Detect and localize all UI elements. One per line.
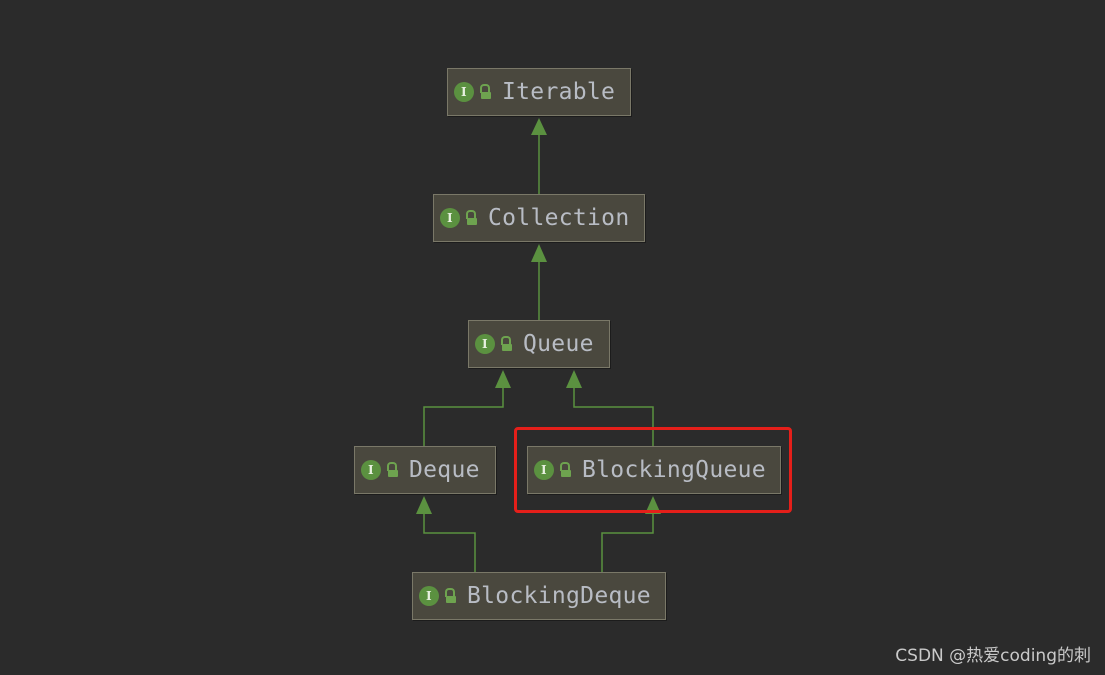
interface-icon: I [534, 460, 554, 480]
interface-icon: I [440, 208, 460, 228]
unlock-icon [466, 210, 478, 226]
arrowhead-queue-right [566, 370, 582, 388]
arrowhead-deque [416, 496, 432, 514]
node-collection[interactable]: I Collection [433, 194, 645, 242]
node-iterable[interactable]: I Iterable [447, 68, 631, 116]
unlock-icon [560, 462, 572, 478]
node-deque[interactable]: I Deque [354, 446, 496, 494]
highlight-box [514, 427, 792, 513]
unlock-icon [387, 462, 399, 478]
unlock-icon [480, 84, 492, 100]
arrowhead-iterable [531, 118, 547, 135]
node-label: Iterable [502, 79, 616, 105]
node-label: Queue [523, 331, 594, 357]
edge-blockingqueue-queue [573, 387, 654, 446]
unlock-icon [501, 336, 513, 352]
node-label: Collection [488, 205, 630, 231]
node-label: Deque [409, 457, 480, 483]
node-label: BlockingQueue [582, 457, 766, 483]
interface-icon: I [454, 82, 474, 102]
arrowhead-collection [531, 244, 547, 262]
node-label: BlockingDeque [467, 583, 651, 609]
watermark: CSDN @热爱coding的刺 [895, 646, 1091, 666]
interface-icon: I [419, 586, 439, 606]
interface-icon: I [361, 460, 381, 480]
interface-icon: I [475, 334, 495, 354]
node-queue[interactable]: I Queue [468, 320, 610, 368]
edge-deque-queue [423, 387, 504, 446]
edge-blockingdeque-deque [423, 513, 476, 572]
edge-blockingdeque-blockingqueue [601, 513, 654, 572]
unlock-icon [445, 588, 457, 604]
arrowhead-queue-left [495, 370, 511, 388]
node-blockingqueue[interactable]: I BlockingQueue [527, 446, 781, 494]
node-blockingdeque[interactable]: I BlockingDeque [412, 572, 666, 620]
arrowhead-blockingqueue [645, 496, 661, 514]
